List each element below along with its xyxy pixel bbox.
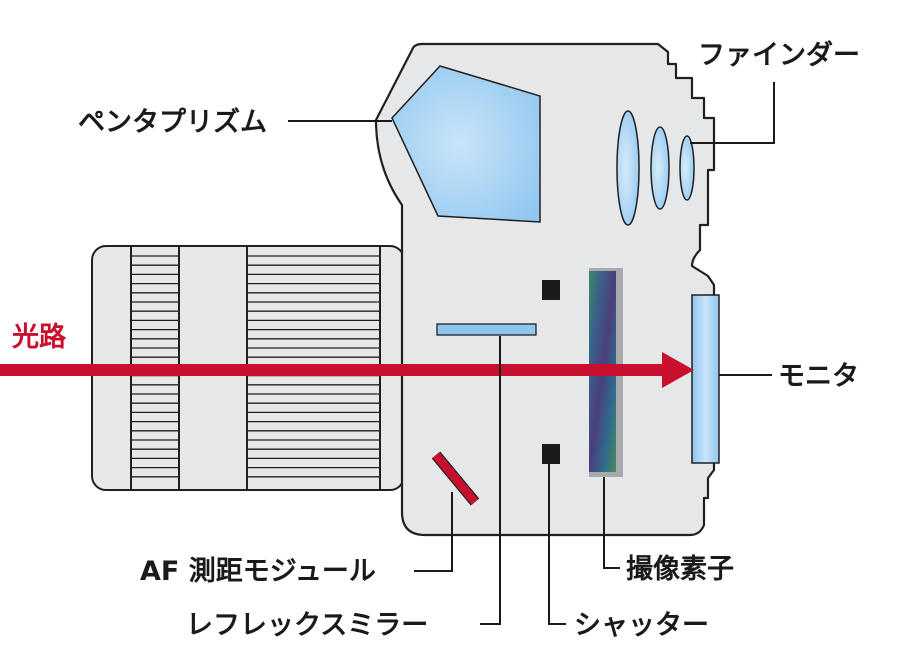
label-monitor: モニタ <box>778 361 859 392</box>
label-pentaprism: ペンタプリズム <box>78 106 267 138</box>
label-af-module: AF 測距モジュール <box>140 556 376 587</box>
leader-shutter <box>548 463 566 625</box>
label-image-sensor: 撮像素子 <box>626 554 734 585</box>
leader-sensor <box>603 477 620 569</box>
shutter-bottom <box>542 444 560 464</box>
monitor <box>691 294 720 464</box>
finder-lenses <box>616 110 695 226</box>
shutter-top <box>542 280 560 300</box>
reflex-mirror <box>436 323 537 336</box>
leader-af <box>414 492 453 572</box>
optical-path-arrow <box>0 352 694 388</box>
label-finder: ファインダー <box>698 39 860 71</box>
leader-finder <box>690 82 775 144</box>
pentaprism <box>391 65 541 223</box>
label-reflex-mirror: レフレックスミラー <box>186 610 428 641</box>
label-optical-path: 光路 <box>11 321 67 353</box>
label-shutter: シャッター <box>574 610 709 641</box>
leader-mirror <box>480 336 501 625</box>
focus-ring-grip <box>131 255 179 478</box>
